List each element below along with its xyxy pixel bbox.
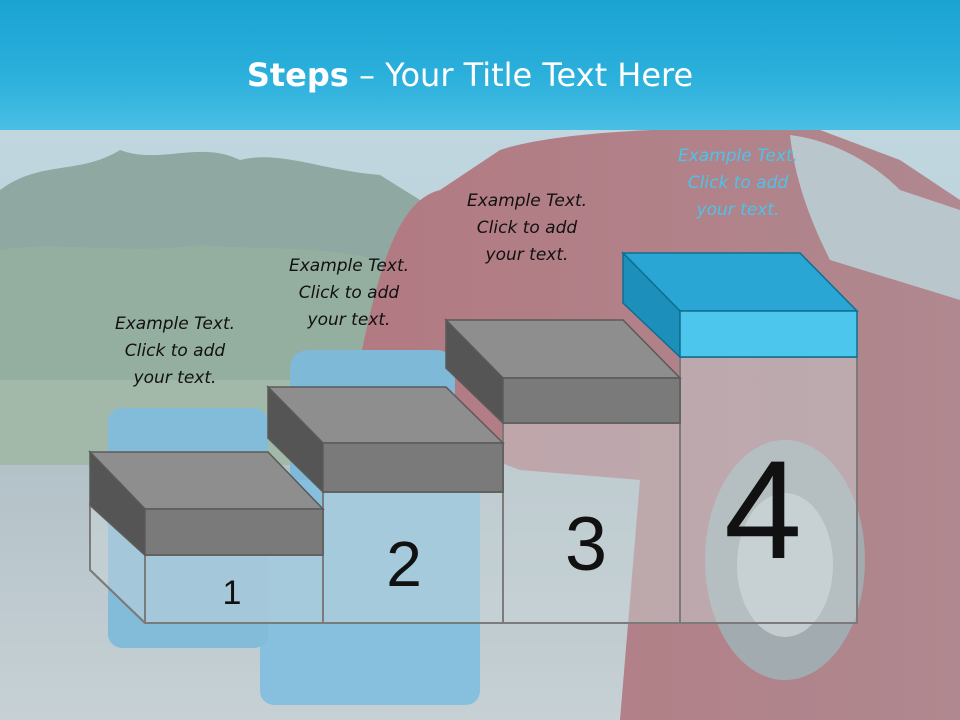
step-4-caption[interactable]: Example Text. Click to add your text. (663, 143, 813, 224)
step-1-caption-line: Example Text. (114, 314, 236, 334)
step-1-caption-line: Click to add (124, 341, 226, 361)
step-1-front (144, 508, 324, 556)
hedge (0, 245, 380, 410)
title-rest: – Your Title Text Here (348, 56, 694, 94)
step-4-caption-line: Click to add (687, 173, 789, 193)
step-3-front (502, 377, 681, 424)
step-1-caption-line: your text. (133, 368, 217, 388)
step-3-caption[interactable]: Example Text. Click to add your text. (452, 188, 602, 269)
slide-title[interactable]: Steps – Your Title Text Here (0, 56, 940, 94)
step-3-block[interactable] (444, 318, 682, 425)
step-2-caption-line: Click to add (298, 283, 400, 303)
car-window (790, 135, 960, 300)
step-2-block[interactable] (266, 385, 505, 494)
stair-base-edge (89, 569, 146, 624)
step-4-block[interactable] (621, 251, 859, 359)
step-3-caption-line: your text. (485, 245, 569, 265)
step-2-caption-line: your text. (307, 310, 391, 330)
step-3-caption-line: Example Text. (466, 191, 588, 211)
title-bar (0, 0, 960, 130)
step-1-number: 1 (223, 574, 242, 612)
car-hub (737, 493, 833, 637)
step-4-front (679, 310, 858, 358)
step-3-number: 3 (565, 502, 607, 587)
step-1-caption[interactable]: Example Text. Click to add your text. (100, 311, 250, 392)
step-1-block[interactable] (88, 450, 325, 557)
step-4-number: 4 (724, 431, 802, 588)
step-2-caption-line: Example Text. (288, 256, 410, 276)
step-4-caption-line: your text. (696, 200, 780, 220)
step-3-caption-line: Click to add (476, 218, 578, 238)
title-bold: Steps (246, 56, 349, 94)
step-2-caption[interactable]: Example Text. Click to add your text. (274, 253, 424, 334)
step-4-caption-line: Example Text. (677, 146, 799, 166)
step-2-front (322, 442, 504, 493)
step-2-number: 2 (386, 528, 422, 600)
